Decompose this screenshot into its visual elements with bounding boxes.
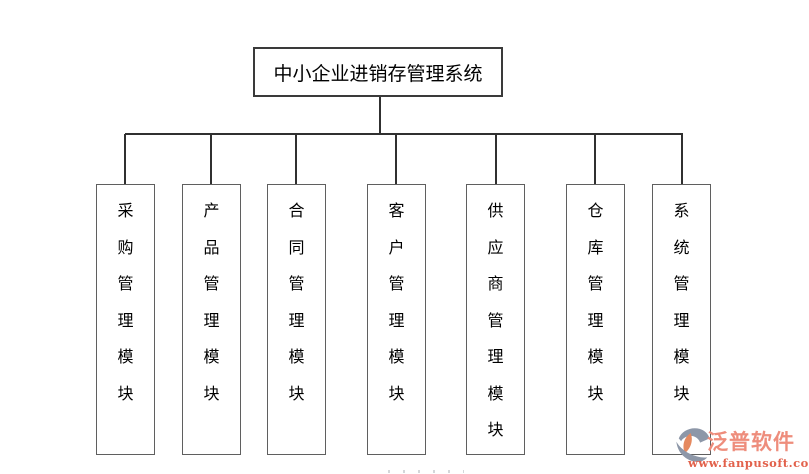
- module-node-supplier: 供应商管理模块: [466, 184, 525, 455]
- module-label: 采购管理模块: [117, 201, 134, 403]
- module-node-product: 产品管理模块: [182, 184, 241, 455]
- connector-drop-5: [495, 134, 497, 184]
- connector-drop-3: [295, 134, 297, 184]
- watermark-url-text: www.fanpusoft.com: [688, 456, 809, 470]
- fanpu-logo-icon: [676, 428, 710, 462]
- connector-drop-1: [124, 134, 126, 184]
- module-label: 系统管理模块: [673, 201, 690, 403]
- module-node-procurement: 采购管理模块: [96, 184, 155, 455]
- module-label: 客户管理模块: [388, 201, 405, 403]
- module-label: 仓库管理模块: [587, 201, 604, 403]
- watermark-brand-text: 泛普软件: [707, 429, 795, 454]
- connector-drop-2: [210, 134, 212, 184]
- caption-fragment: [388, 470, 464, 473]
- module-node-customer: 客户管理模块: [367, 184, 426, 455]
- module-node-system: 系统管理模块: [652, 184, 711, 455]
- module-node-contract: 合同管理模块: [267, 184, 326, 455]
- connector-root-stem: [379, 97, 381, 134]
- module-label: 产品管理模块: [203, 201, 220, 403]
- connector-drop-7: [681, 134, 683, 184]
- module-label: 供应商管理模块: [487, 201, 504, 439]
- connector-drop-4: [395, 134, 397, 184]
- module-label: 合同管理模块: [288, 201, 305, 403]
- root-node-label: 中小企业进销存管理系统: [273, 62, 483, 85]
- module-node-warehouse: 仓库管理模块: [566, 184, 625, 455]
- connector-bus: [125, 133, 683, 135]
- watermark-logo: 泛普软件 www.fanpusoft.com: [674, 424, 809, 474]
- connector-drop-6: [594, 134, 596, 184]
- root-node: 中小企业进销存管理系统: [253, 47, 503, 97]
